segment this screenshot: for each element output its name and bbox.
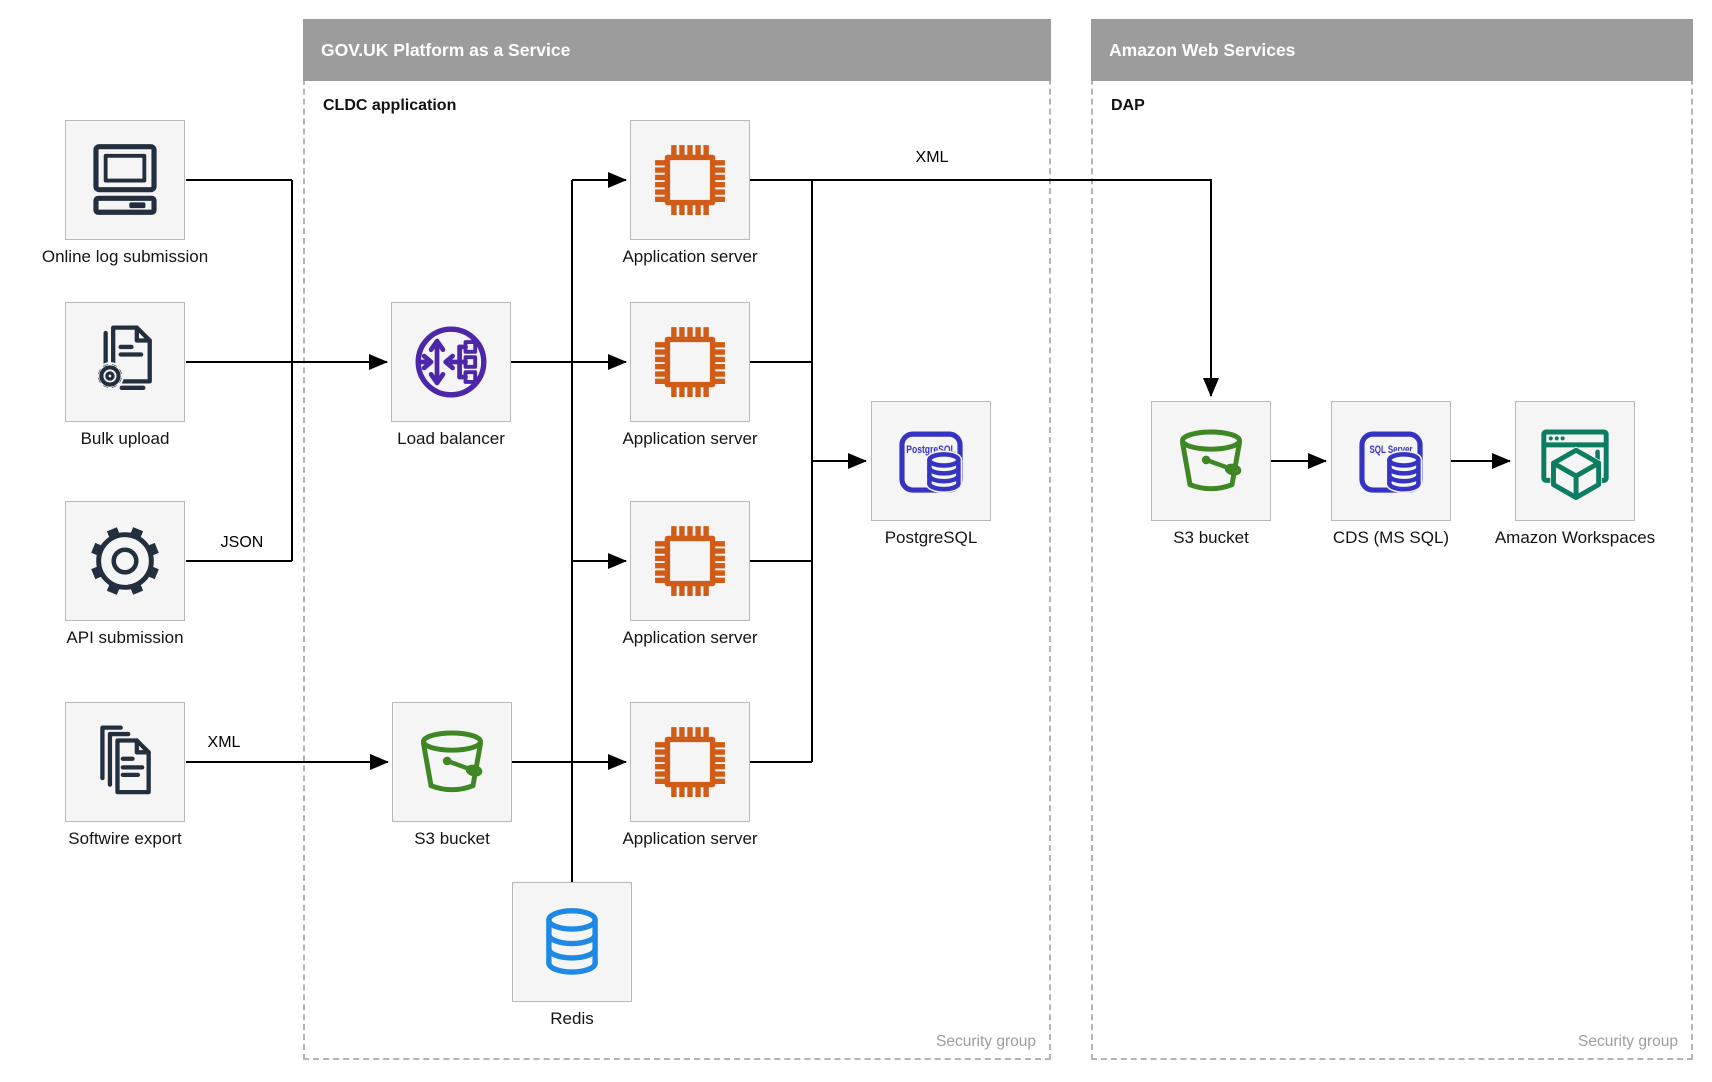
node-box — [630, 120, 750, 240]
node-box — [1151, 401, 1271, 521]
node-label: CDS (MS SQL) — [1332, 528, 1450, 547]
node-application-server-1: Application server — [622, 120, 758, 266]
node-box — [630, 302, 750, 422]
node-label: Online log submission — [41, 247, 209, 266]
node-s3-bucket-paas: S3 bucket — [392, 702, 512, 848]
edge-xml-to-aws-s3 — [750, 179, 1219, 397]
workspaces-icon — [1541, 429, 1609, 502]
node-label: Application server — [622, 429, 758, 448]
s3-bucket-icon — [1180, 429, 1242, 492]
node-box — [391, 302, 511, 422]
node-bulk-upload: Bulk upload — [65, 302, 185, 448]
node-box — [630, 702, 750, 822]
node-s3-bucket-aws: S3 bucket — [1151, 401, 1271, 547]
node-box — [65, 120, 185, 240]
node-label: S3 bucket — [1173, 528, 1249, 547]
node-label: S3 bucket — [414, 829, 490, 848]
edge-label-xml-softwire: XML — [207, 734, 241, 751]
dap-label: DAP — [1111, 97, 1145, 114]
aws-security-group-label: Security group — [1578, 1033, 1678, 1050]
aws-group: Amazon Web Services DAP Security group — [1091, 19, 1693, 1060]
govuk-security-group-label: Security group — [936, 1033, 1036, 1050]
edge-label-xml-aws: XML — [915, 149, 949, 166]
postgresql-database-icon: PostgreSQL — [899, 431, 963, 493]
node-label: Amazon Workspaces — [1494, 528, 1656, 547]
chip-icon — [655, 327, 725, 397]
load-balancer-icon — [415, 326, 487, 398]
node-box — [630, 501, 750, 621]
node-box — [392, 702, 512, 822]
govuk-paas-group: GOV.UK Platform as a Service CLDC applic… — [303, 19, 1051, 1060]
node-label: Application server — [622, 829, 758, 848]
node-label: Application server — [622, 628, 758, 647]
node-load-balancer: Load balancer — [391, 302, 511, 448]
node-box: PostgreSQL — [871, 401, 991, 521]
chip-icon — [655, 526, 725, 596]
documents-stack-icon — [100, 725, 151, 795]
database-cylinder-icon — [546, 908, 598, 975]
node-application-server-2: Application server — [622, 302, 758, 448]
node-label: Softwire export — [68, 829, 182, 848]
govuk-paas-header: GOV.UK Platform as a Service — [303, 19, 1051, 81]
gear-icon — [91, 527, 159, 595]
s3-bucket-icon — [421, 730, 483, 793]
node-label: Bulk upload — [80, 429, 170, 448]
aws-title: Amazon Web Services — [1109, 40, 1296, 60]
node-api-submission: API submission — [65, 501, 185, 647]
node-label: Redis — [550, 1009, 594, 1028]
edge-label-json: JSON — [220, 534, 264, 551]
node-label: Load balancer — [397, 429, 505, 448]
node-box: SQL Server — [1331, 401, 1451, 521]
cldc-application-label: CLDC application — [323, 97, 457, 114]
node-label: API submission — [66, 628, 184, 647]
sql-server-database-icon: SQL Server — [1359, 431, 1423, 493]
node-box — [1515, 401, 1635, 521]
node-box — [65, 501, 185, 621]
desktop-computer-icon — [93, 144, 157, 215]
node-box — [512, 882, 632, 1002]
node-application-server-4: Application server — [622, 702, 758, 848]
node-softwire-export: Softwire export — [65, 702, 185, 848]
govuk-paas-title: GOV.UK Platform as a Service — [321, 40, 571, 60]
node-online-log-submission: Online log submission — [42, 120, 208, 266]
node-label: PostgreSQL — [884, 528, 978, 547]
node-amazon-workspaces: Amazon Workspaces — [1495, 401, 1655, 547]
node-label: Application server — [622, 247, 758, 266]
node-application-server-3: Application server — [622, 501, 758, 647]
aws-header: Amazon Web Services — [1091, 19, 1693, 81]
document-gear-icon — [95, 325, 152, 390]
node-cds-ms-sql: SQL Server CDS (MS SQL) — [1331, 401, 1451, 547]
chip-icon — [655, 145, 725, 215]
node-postgresql: PostgreSQL PostgreSQL — [871, 401, 991, 547]
node-redis: Redis — [512, 882, 632, 1028]
node-box — [65, 702, 185, 822]
chip-icon — [655, 727, 725, 797]
node-box — [65, 302, 185, 422]
